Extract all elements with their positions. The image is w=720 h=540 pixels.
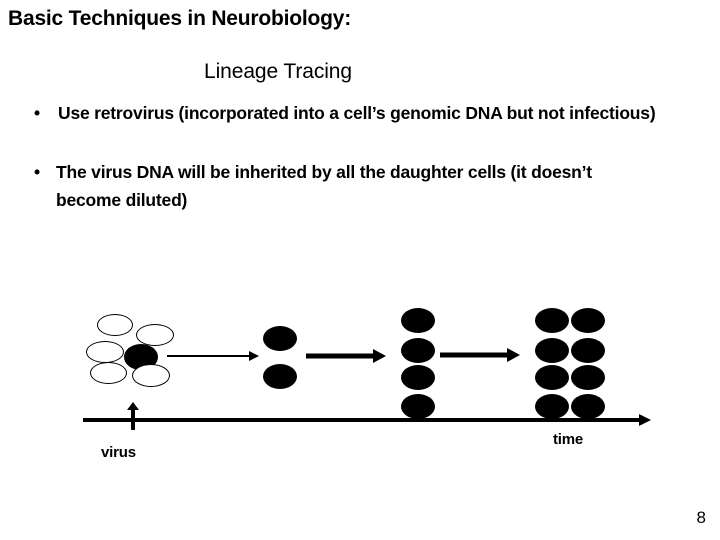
- infected-cell: [571, 394, 605, 419]
- infected-cell: [535, 308, 569, 333]
- page-number: 8: [696, 508, 706, 527]
- arrow-shaft: [131, 408, 135, 430]
- virus-up-arrow-icon: [127, 402, 139, 430]
- infected-cell: [571, 308, 605, 333]
- arrow-shaft: [306, 353, 374, 359]
- arrow-head-icon: [373, 349, 386, 363]
- bullet-item-2: • The virus DNA will be inherited by all…: [34, 158, 654, 214]
- arrow-head-icon: [127, 402, 139, 410]
- infected-cell: [401, 308, 435, 333]
- infected-cell: [535, 365, 569, 390]
- axis-shaft: [83, 418, 639, 422]
- infected-cell: [535, 394, 569, 419]
- infected-cell: [401, 394, 435, 419]
- page-title: Basic Techniques in Neurobiology:: [8, 7, 352, 30]
- infected-cell: [401, 365, 435, 390]
- slide-subtitle: Lineage Tracing: [204, 60, 352, 83]
- arrow-head-icon: [507, 348, 520, 362]
- bullet-item-1: • Use retrovirus (incorporated into a ce…: [34, 99, 694, 127]
- infected-cell: [263, 364, 297, 389]
- bullet-text-2: The virus DNA will be inherited by all t…: [56, 162, 592, 210]
- virus-label: virus: [101, 444, 136, 461]
- uninfected-cell: [97, 314, 133, 336]
- bullet-marker-icon: •: [34, 103, 40, 123]
- bullet-text-1: Use retrovirus (incorporated into a cell…: [58, 103, 656, 123]
- infected-cell: [571, 338, 605, 363]
- infected-cell: [571, 365, 605, 390]
- uninfected-cell: [86, 341, 124, 363]
- axis-arrow-head-icon: [639, 414, 651, 426]
- bullet-marker-icon: •: [34, 162, 40, 182]
- arrow-head-icon: [249, 351, 259, 361]
- time-label: time: [553, 431, 584, 448]
- infected-cell: [263, 326, 297, 351]
- uninfected-cell: [90, 362, 127, 384]
- infected-cell: [535, 338, 569, 363]
- uninfected-cell: [132, 364, 170, 387]
- arrow-shaft: [440, 352, 508, 358]
- arrow-shaft: [167, 355, 251, 357]
- infected-cell: [401, 338, 435, 363]
- uninfected-cell: [136, 324, 174, 346]
